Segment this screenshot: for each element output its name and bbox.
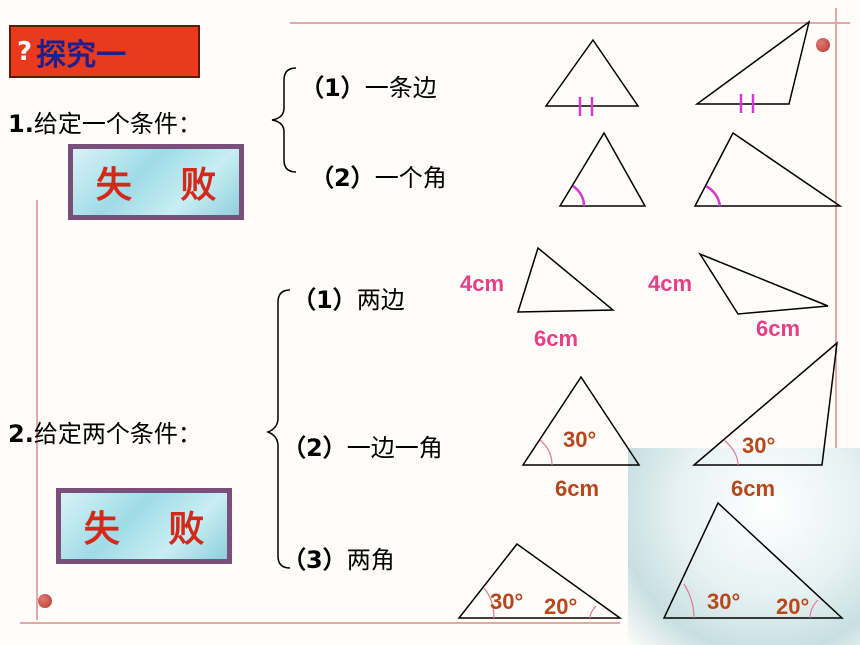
- brace-1: [271, 67, 297, 173]
- triangle-two-angles-2: [662, 501, 844, 619]
- decor-dot-top-right: [816, 38, 830, 52]
- angle-arc: [683, 583, 695, 619]
- result-fail-text-1: 失 败: [95, 165, 235, 206]
- frame-right-line: [835, 8, 837, 448]
- angle-arc: [539, 439, 553, 466]
- result-fail-box-1: 失 败: [68, 144, 244, 220]
- label-4cm-2: 4cm: [648, 271, 693, 296]
- title-box: ? 探究一: [9, 25, 200, 78]
- triangle-two-sides-1: [516, 246, 616, 313]
- item-2-3: （3）两角: [282, 546, 395, 574]
- label-30-deg-2: 30°: [742, 433, 776, 458]
- label-6cm-3: 6cm: [555, 476, 600, 501]
- angle-arc: [589, 605, 597, 619]
- label-20-deg-2: 20°: [776, 594, 810, 619]
- angle-arc: [483, 587, 495, 619]
- triangle-two-angles-1: [457, 542, 623, 619]
- frame-left-line: [36, 200, 38, 620]
- label-30-deg-4: 30°: [707, 589, 741, 614]
- triangle-angle-2: [693, 131, 843, 207]
- angle-arc: [572, 184, 586, 207]
- result-fail-text-2: 失 败: [83, 509, 223, 550]
- triangle-side-2: [694, 20, 811, 105]
- angle-arc: [809, 599, 819, 619]
- frame-bottom-line: [20, 622, 620, 624]
- label-30-deg-3: 30°: [490, 589, 524, 614]
- label-6cm-1: 6cm: [534, 326, 579, 351]
- label-6cm-2: 6cm: [756, 316, 801, 341]
- label-30-deg-1: 30°: [563, 427, 597, 452]
- triangle-side-angle-1: [521, 375, 641, 466]
- page-title: 探究一: [36, 37, 127, 73]
- decor-dot-bottom-left: [38, 594, 52, 608]
- item-2-2: （2）一边一角: [282, 434, 443, 462]
- label-4cm-1: 4cm: [460, 271, 505, 296]
- brace-2: [265, 289, 291, 569]
- condition-2-label: 2.给定两个条件：: [8, 420, 202, 448]
- triangle-side-1: [544, 38, 640, 107]
- angle-arc: [705, 184, 722, 207]
- frame-top-line: [290, 22, 850, 24]
- triangle-two-sides-2: [698, 252, 829, 315]
- label-6cm-4: 6cm: [731, 476, 776, 501]
- item-1-2: （2）一个角: [310, 164, 447, 192]
- item-1-1: （1）一条边: [300, 74, 437, 102]
- result-fail-box-2: 失 败: [56, 488, 232, 564]
- triangle-side-angle-2: [691, 341, 838, 466]
- label-20-deg-1: 20°: [544, 594, 578, 619]
- question-icon: ?: [17, 36, 33, 67]
- triangle-angle-1: [558, 131, 647, 207]
- condition-1-label: 1.给定一个条件：: [8, 110, 202, 138]
- angle-arc: [723, 439, 739, 466]
- item-2-1: （1）两边: [292, 286, 405, 314]
